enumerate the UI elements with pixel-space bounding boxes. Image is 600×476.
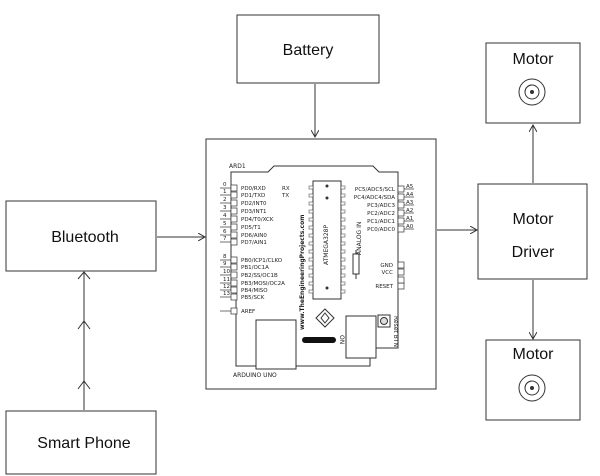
battery-block: Battery — [236, 14, 380, 84]
left-pin-number: 11 — [223, 277, 230, 283]
power-pin-label: RESET — [375, 284, 393, 290]
on-indicator — [302, 337, 336, 343]
left-pin-label: PB3/MOSI/OC2A — [241, 281, 285, 287]
analog-in-label: ANALOG IN — [356, 222, 363, 255]
power-jack — [345, 315, 377, 359]
left-pin-label: PD1/TXD — [241, 193, 265, 199]
tx-label: TX — [281, 193, 289, 199]
right-pin-label: PC2/ADC2 — [367, 211, 395, 217]
motor-driver-block: Motor Driver — [477, 183, 588, 280]
on-label: ON — [338, 335, 345, 344]
left-pin-number: 7 — [223, 236, 227, 242]
rx-label: RX — [282, 186, 290, 192]
reset-btn-label: Reset BTN — [392, 316, 399, 347]
arduino-block: ARD1 PD0/RXD0PD1/TXD1PD2/INT02PD3/INT13P… — [205, 138, 437, 390]
usb-connector — [255, 319, 297, 370]
motor-top-icon — [518, 78, 546, 106]
left-pin-number: 1 — [223, 189, 227, 195]
left-pin-number: 8 — [223, 254, 227, 260]
arduino-model-label: ARDUINO UNO — [233, 372, 277, 379]
right-pin-number: A4 — [406, 192, 414, 198]
bluetooth-label: Bluetooth — [51, 229, 119, 246]
motor-bottom-icon — [518, 374, 546, 402]
left-pin-number: 3 — [223, 205, 227, 211]
left-pin-label: PB2/SS/OC1B — [241, 273, 278, 279]
left-pin-label: PD6/AIN0 — [241, 233, 267, 239]
motor-top-label: Motor — [513, 51, 555, 68]
right-pin-label: PC0/ADC0 — [367, 227, 395, 233]
left-pin-number: 12 — [223, 284, 230, 290]
power-pin-label: GND — [380, 263, 393, 269]
left-pin-label: PD4/T0/XCK — [241, 217, 274, 223]
chip-label: ATMEGA328P — [323, 225, 330, 265]
status-led — [315, 308, 335, 328]
atmega-chip: ATMEGA328P — [308, 180, 346, 300]
left-pin-label: PB1/OC1A — [241, 265, 269, 271]
left-pin-label: PD7/AIN1 — [241, 240, 267, 246]
left-pin-label: PD5/T1 — [241, 225, 261, 231]
crystal — [352, 253, 360, 275]
smartphone-label: Smart Phone — [37, 435, 130, 452]
left-pin-number: 2 — [223, 197, 227, 203]
left-pin-number: 10 — [223, 269, 230, 275]
left-pin-label: PB0/ICP1/CLKO — [241, 258, 283, 264]
left-pin-label: PD0/RXD — [241, 186, 266, 192]
right-pin-label: PC3/ADC3 — [367, 203, 395, 209]
power-pin-label: VCC — [382, 270, 394, 276]
left-pin-label: PD2/INT0 — [241, 201, 267, 207]
bluetooth-block: Bluetooth — [5, 200, 157, 272]
arduino-watermark: www.TheEngineeringProjects.com — [299, 215, 306, 330]
arduino-board-outline — [230, 165, 399, 367]
left-pin-number: 9 — [223, 261, 227, 267]
left-pin-label: PB4/MISO — [241, 288, 268, 294]
right-pin-label: PC4/ADC4/SDA — [354, 195, 395, 201]
right-pin-label: PC1/ADC1 — [367, 219, 395, 225]
left-pin-number: 4 — [223, 213, 227, 219]
arduino-title: ARD1 — [229, 163, 246, 170]
right-pin-number: A1 — [406, 216, 413, 222]
motor-top-block: Motor — [485, 42, 581, 124]
battery-label: Battery — [283, 42, 334, 59]
left-pin-number: 6 — [223, 229, 227, 235]
motor-bottom-label: Motor — [513, 346, 555, 363]
arrow-phone-to-bluetooth — [77, 271, 91, 410]
motor-bottom-block: Motor — [485, 339, 581, 421]
motor-driver-label-1: Motor — [513, 211, 555, 228]
right-pin-number: A2 — [406, 208, 413, 214]
left-pin-label: PB5/SCK — [241, 295, 265, 301]
left-pin-number: 13 — [223, 291, 230, 297]
right-pin-label: PC5/ADC5/SCL — [355, 187, 396, 193]
left-pin-label: AREF — [241, 309, 255, 315]
left-pin-label: PD3/INT1 — [241, 209, 267, 215]
motor-driver-label-2: Driver — [512, 244, 555, 261]
right-pin-number: A5 — [406, 184, 414, 190]
left-pin-number: 5 — [223, 221, 227, 227]
right-pin-number: A0 — [406, 224, 414, 230]
left-pin-number: 0 — [223, 182, 227, 188]
right-pin-number: A3 — [406, 200, 414, 206]
smartphone-block: Smart Phone — [5, 410, 157, 475]
